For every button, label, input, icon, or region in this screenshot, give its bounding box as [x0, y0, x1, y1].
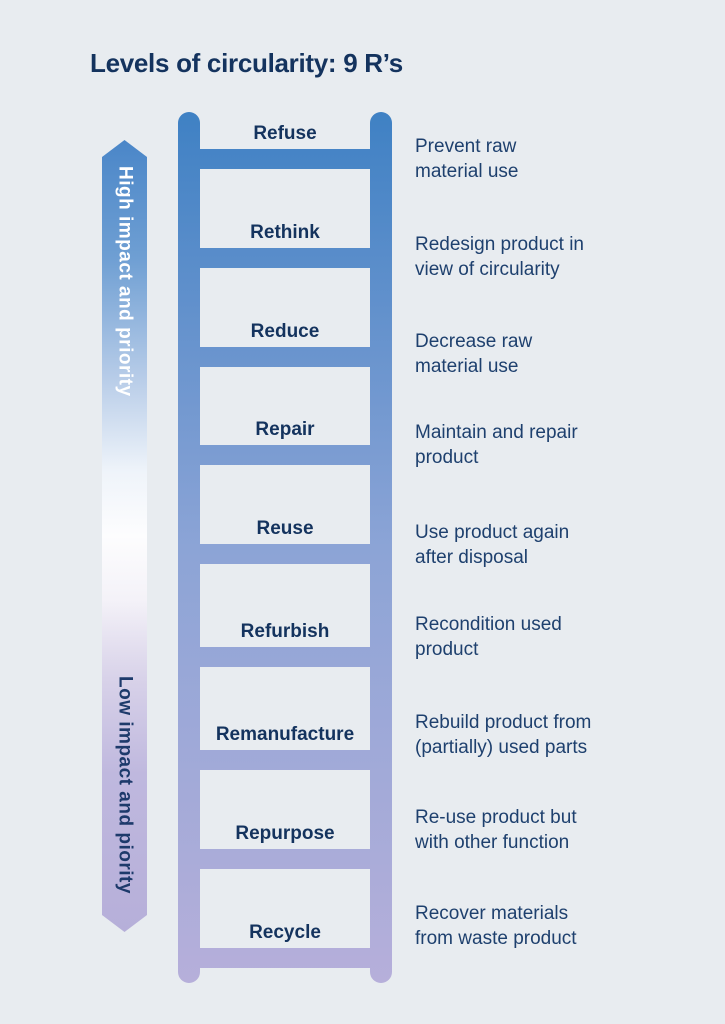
step-label-remanufacture: Remanufacture — [215, 724, 355, 745]
step-label-repair: Repair — [255, 419, 315, 440]
step-label-recycle: Recycle — [249, 922, 321, 943]
ladder-rung-5 — [180, 544, 390, 564]
step-description-repurpose: Re-use product but with other function — [415, 807, 577, 853]
high-impact-axis-text: High impact and priority — [114, 166, 136, 397]
ladder-rung-1 — [180, 149, 390, 169]
low-impact-axis-label: Low impact and piority — [102, 676, 147, 894]
ladder — [178, 112, 392, 983]
step-label-rethink: Rethink — [250, 222, 320, 243]
step-label-reduce: Reduce — [250, 321, 320, 342]
ladder-rung-8 — [180, 849, 390, 869]
diagram-title: Levels of circularity: 9 R’s — [90, 48, 403, 78]
step-description-remanufacture: Rebuild product from (partially) used pa… — [415, 712, 592, 758]
step-description-reuse: Use product again after disposal — [415, 522, 570, 568]
ladder-rung-4 — [180, 445, 390, 465]
step-label-refuse: Refuse — [253, 123, 317, 144]
step-label-repurpose: Repurpose — [235, 823, 335, 844]
ladder-rung-3 — [180, 347, 390, 367]
step-description-refuse: Prevent raw material use — [415, 136, 519, 182]
high-impact-axis-label: High impact and priority — [102, 166, 147, 397]
step-description-rethink: Redesign product in view of circularity — [415, 234, 584, 280]
ladder-rung-9 — [180, 948, 390, 968]
step-label-refurbish: Refurbish — [240, 621, 330, 642]
priority-gradient-arrow — [102, 140, 147, 932]
ladder-rung-7 — [180, 750, 390, 770]
step-label-reuse: Reuse — [256, 518, 314, 539]
ladder-rung-6 — [180, 647, 390, 667]
step-description-recycle: Recover materials from waste product — [415, 903, 577, 949]
low-impact-axis-text: Low impact and piority — [114, 676, 136, 894]
step-description-refurbish: Recondition used product — [415, 614, 562, 660]
step-description-repair: Maintain and repair product — [415, 422, 578, 468]
ladder-rung-2 — [180, 248, 390, 268]
step-description-reduce: Decrease raw material use — [415, 331, 533, 377]
